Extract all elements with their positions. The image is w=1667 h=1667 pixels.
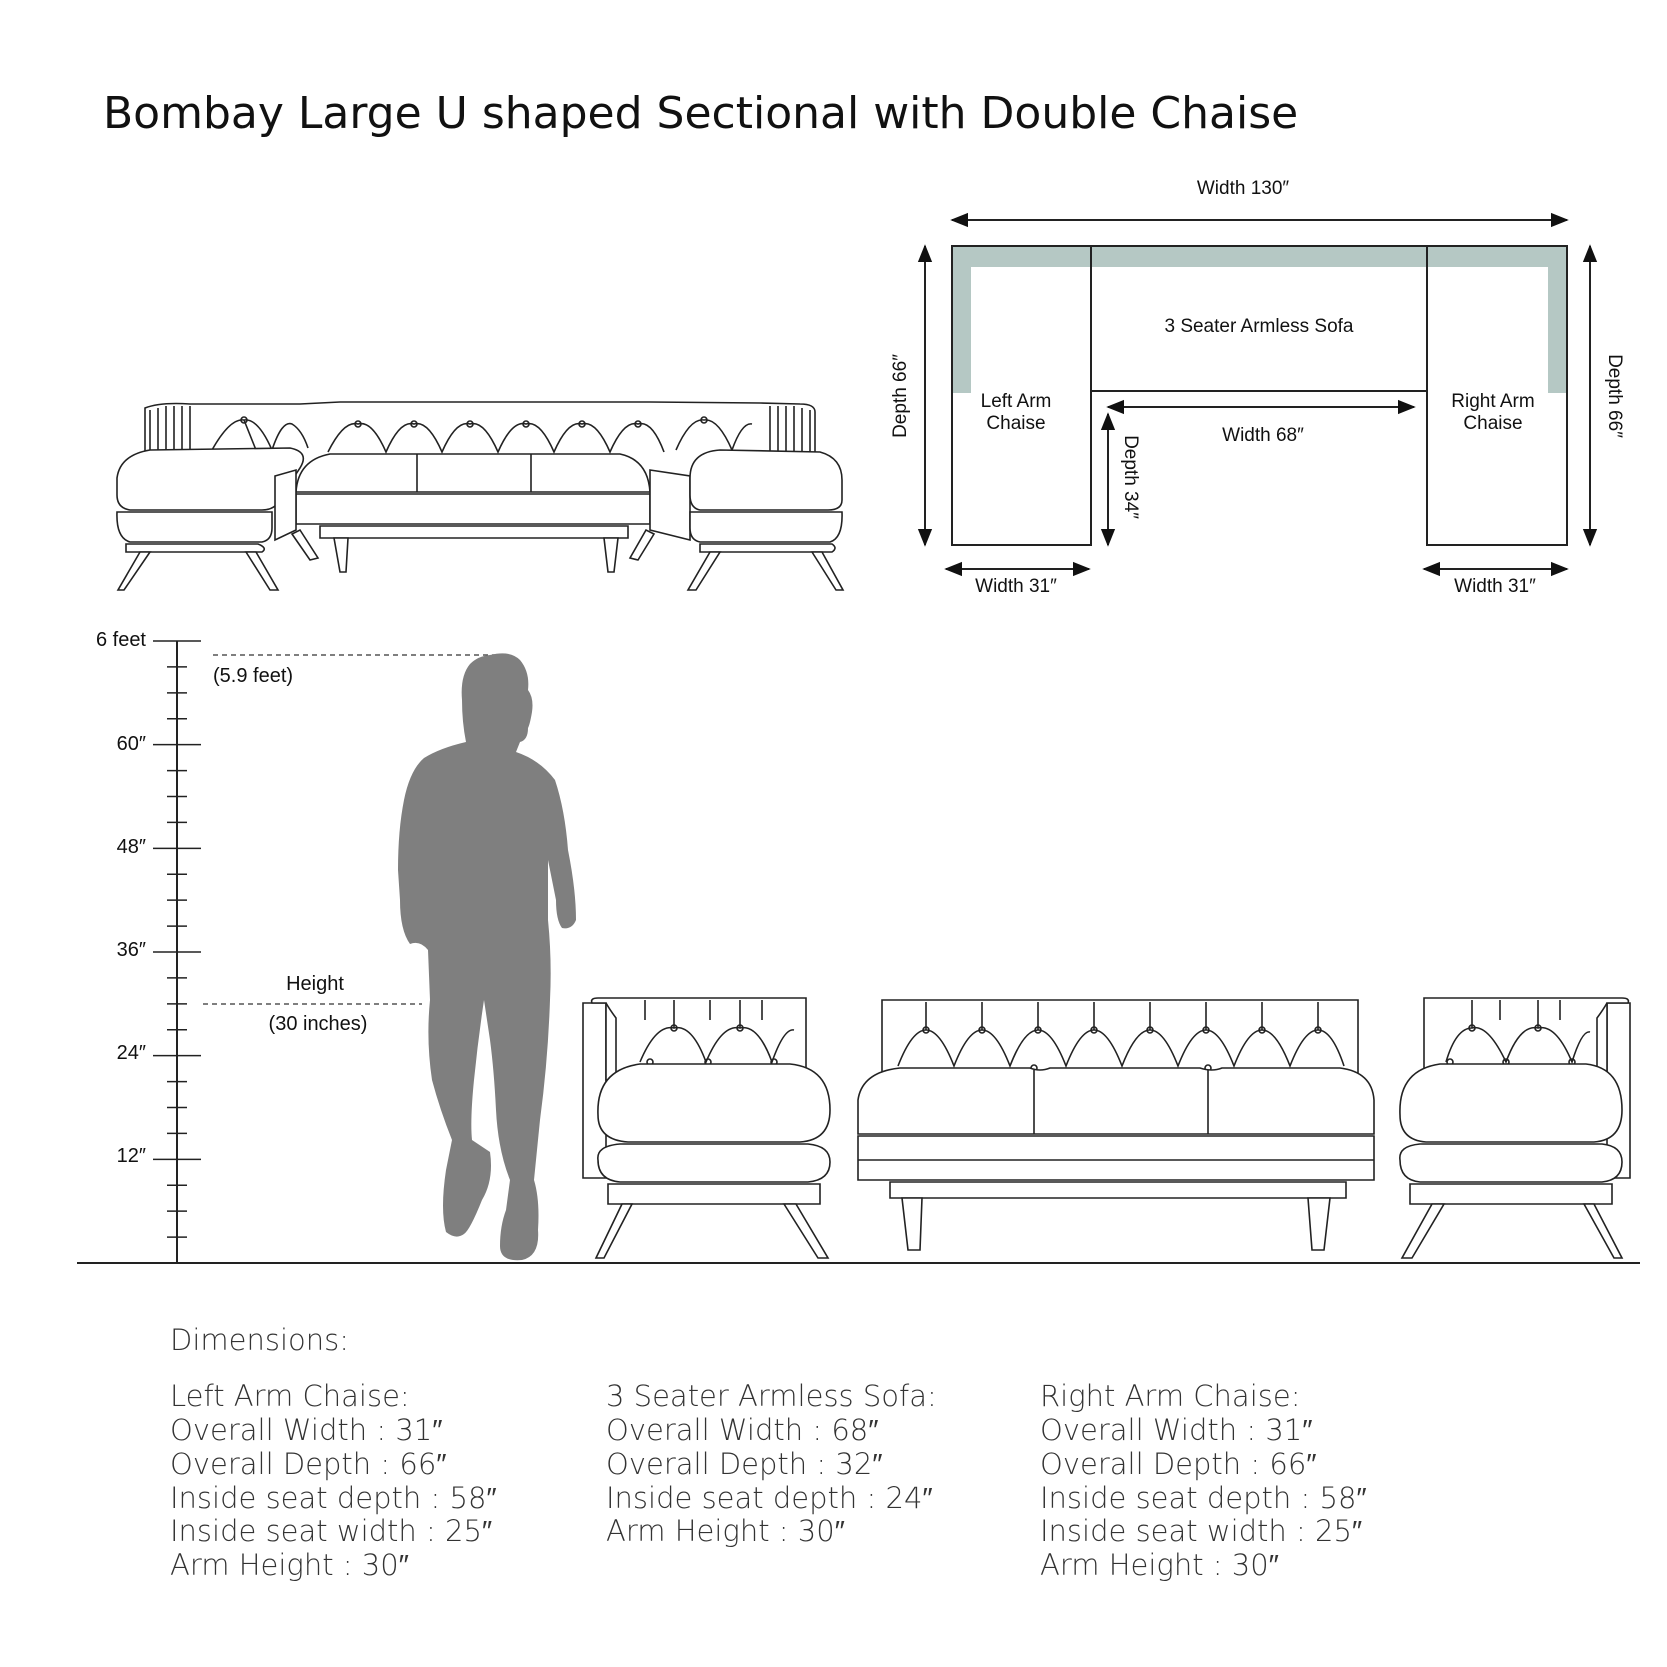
- height-ruler: 6 feet 60″ 48″ 36″ 24″ 12″ (5.9 feet) He…: [96, 629, 500, 1264]
- ruler-mark-6-feet: 6 feet: [96, 629, 146, 651]
- plan-inner-depth-label: Depth 34″: [1120, 435, 1141, 519]
- dimensions-block: Dimensions: Left Arm Chaise: Overall Wid…: [170, 1323, 1367, 1582]
- plan-left-chaise: [951, 245, 1092, 546]
- right-chaise-dim-line: Overall Width : 31″: [1040, 1413, 1312, 1447]
- ruler-mark-24: 24″: [117, 1042, 146, 1064]
- left-chaise-dim-line: Arm Height : 30″: [170, 1548, 409, 1582]
- plan-right-width-label: Width 31″: [1454, 576, 1536, 597]
- center-sofa-dim-line: Arm Height : 30″: [606, 1514, 845, 1548]
- plan-right-label-2: Chaise: [1463, 413, 1522, 434]
- left-chaise-dim-line: Inside seat width : 25″: [170, 1514, 492, 1548]
- dimensions-heading: Dimensions:: [170, 1323, 349, 1357]
- ruler-mark-36: 36″: [117, 939, 146, 961]
- center-sofa-dim-line: Inside seat depth : 24″: [606, 1481, 933, 1515]
- right-chaise-dim-title: Right Arm Chaise:: [1040, 1379, 1300, 1413]
- plan-left-depth-label: Depth 66″: [890, 354, 911, 438]
- plan-left-width-label: Width 31″: [975, 576, 1057, 597]
- left-chaise-dim-line: Inside seat depth : 58″: [170, 1481, 497, 1515]
- plan-right-chaise: [1426, 245, 1568, 546]
- left-arm-chaise-elevation: [582, 997, 831, 1259]
- arm-height-label: Height: [286, 973, 344, 995]
- left-chaise-dim-title: Left Arm Chaise:: [170, 1379, 410, 1413]
- diagram-title: Bombay Large U shaped Sectional with Dou…: [103, 88, 1298, 139]
- plan-arm-band: [952, 246, 1567, 393]
- person-height-label: (5.9 feet): [213, 665, 293, 687]
- person-silhouette: [398, 653, 576, 1261]
- center-sofa-dim-line: Overall Width : 68″: [606, 1413, 878, 1447]
- floor-plan: Width 130″ 3 Seater Armless Sofa Left Ar…: [890, 178, 1625, 597]
- plan-center-label: 3 Seater Armless Sofa: [1164, 316, 1353, 337]
- center-sofa-elevation: [857, 999, 1375, 1251]
- left-chaise-dim-line: Overall Depth : 66″: [170, 1447, 447, 1481]
- sectional-perspective-drawing: [116, 401, 845, 591]
- right-chaise-dim-line: Arm Height : 30″: [1040, 1548, 1279, 1582]
- ruler-mark-60: 60″: [117, 733, 146, 755]
- plan-right-label-1: Right Arm: [1451, 391, 1534, 412]
- center-sofa-dim-title: 3 Seater Armless Sofa:: [606, 1379, 937, 1413]
- plan-right-depth-label: Depth 66″: [1604, 354, 1625, 438]
- right-arm-chaise-elevation: [1399, 997, 1631, 1259]
- center-sofa-dim-line: Overall Depth : 32″: [606, 1447, 883, 1481]
- ruler-mark-48: 48″: [117, 836, 146, 858]
- arm-height-value: (30 inches): [269, 1013, 368, 1035]
- right-chaise-dim-line: Inside seat depth : 58″: [1040, 1481, 1367, 1515]
- ruler-mark-12: 12″: [117, 1145, 146, 1167]
- left-chaise-dim-line: Overall Width : 31″: [170, 1413, 442, 1447]
- plan-left-label-2: Chaise: [986, 413, 1045, 434]
- plan-left-label-1: Left Arm: [981, 391, 1052, 412]
- plan-inner-width-label: Width 68″: [1222, 425, 1304, 446]
- plan-total-width-label: Width 130″: [1197, 178, 1290, 199]
- right-chaise-dim-line: Overall Depth : 66″: [1040, 1447, 1317, 1481]
- right-chaise-dim-line: Inside seat width : 25″: [1040, 1514, 1362, 1548]
